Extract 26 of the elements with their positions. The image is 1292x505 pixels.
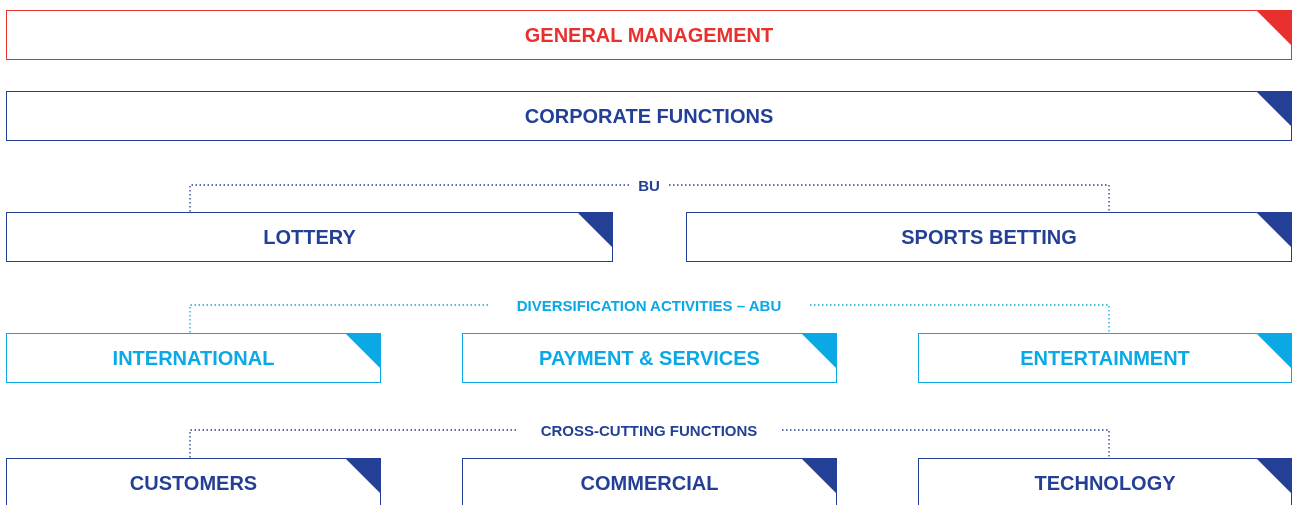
unit-label: CROSS-CUTTING FUNCTIONS: [540, 421, 758, 439]
unit-label: SPORTS BETTING: [901, 225, 1077, 249]
unit-box: [918, 458, 1292, 505]
unit-label: BU: [638, 176, 660, 194]
unit-box: [462, 458, 837, 505]
unit-label: TECHNOLOGY: [1034, 471, 1176, 495]
dotted-connector: [189, 304, 489, 334]
unit-box: [6, 212, 613, 262]
unit-label: COMMERCIAL: [580, 471, 719, 495]
unit-box: [918, 333, 1292, 383]
unit-box: [6, 10, 1292, 60]
unit-box: [686, 212, 1292, 262]
unit-label: DIVERSIFICATION ACTIVITIES – ABU: [516, 296, 782, 314]
dotted-connector: [189, 429, 517, 459]
unit-label: ENTERTAINMENT: [1020, 346, 1190, 370]
unit-label: GENERAL MANAGEMENT: [524, 23, 774, 47]
unit-label: CORPORATE FUNCTIONS: [524, 104, 774, 128]
unit-label: INTERNATIONAL: [112, 346, 275, 370]
unit-box: [6, 91, 1292, 141]
unit-label: CUSTOMERS: [129, 471, 258, 495]
unit-label: PAYMENT & SERVICES: [539, 346, 760, 370]
unit-box: [462, 333, 837, 383]
unit-label: LOTTERY: [263, 225, 356, 249]
unit-box: [6, 333, 381, 383]
unit-box: [6, 458, 381, 505]
dotted-connector: [189, 184, 630, 213]
